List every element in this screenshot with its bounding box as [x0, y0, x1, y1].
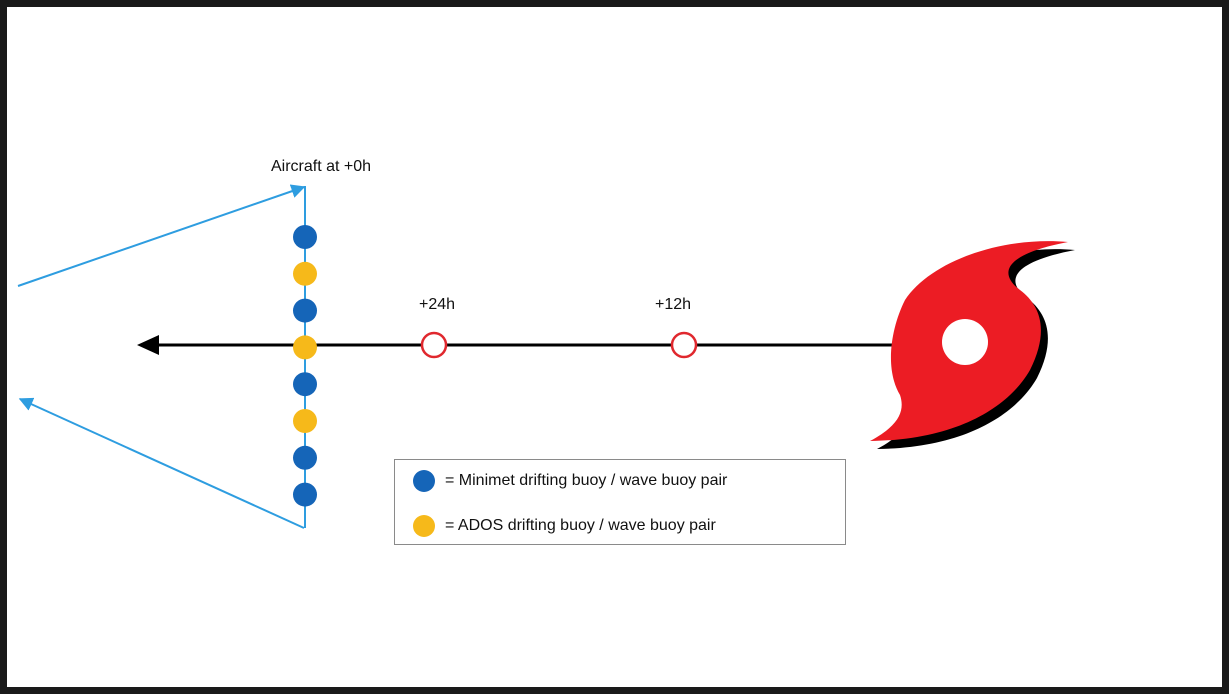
aircraft-label: Aircraft at +0h — [271, 158, 372, 175]
hurricane-icon — [870, 241, 1075, 449]
minimet-buoy — [293, 482, 317, 507]
forecast-marker-12h — [670, 331, 698, 359]
ados-buoy — [293, 261, 317, 286]
forecast-label-12h: +12h — [655, 296, 692, 313]
legend-item-label: = Minimet drifting buoy / wave buoy pair — [445, 472, 728, 489]
legend: = Minimet drifting buoy / wave buoy pair… — [394, 459, 846, 545]
forecast-marker-24h — [420, 331, 448, 359]
buoy-column — [293, 225, 317, 507]
minimet-buoy — [293, 298, 317, 323]
ados-buoy — [293, 335, 317, 360]
ados-buoy-swatch — [413, 515, 435, 537]
minimet-buoy — [293, 445, 317, 470]
forecast-label-24h: +24h — [419, 296, 456, 313]
flight-path-upper — [17, 184, 306, 287]
storm-track-arrowhead — [137, 335, 159, 355]
minimet-buoy-swatch — [413, 470, 435, 492]
legend-item-label: = ADOS drifting buoy / wave buoy pair — [445, 517, 716, 534]
flight-path-lower — [18, 397, 305, 529]
ados-buoy — [293, 409, 317, 433]
legend-item-minimet: = Minimet drifting buoy / wave buoy pair — [413, 469, 727, 493]
minimet-buoy — [293, 372, 317, 397]
legend-item-ados: = ADOS drifting buoy / wave buoy pair — [413, 514, 716, 538]
minimet-buoy — [293, 225, 317, 249]
